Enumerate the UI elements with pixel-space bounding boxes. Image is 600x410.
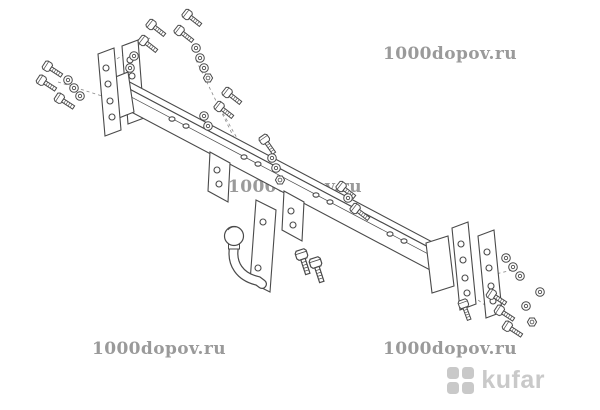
- watermark-bottom-right: 1000dopov.ru: [383, 339, 517, 359]
- washer-icon: [63, 75, 73, 85]
- washer-icon: [271, 163, 281, 173]
- washer-icon: [191, 43, 201, 53]
- kufar-logo: kufar: [447, 367, 545, 394]
- nut-icon: [526, 317, 538, 327]
- washer-icon: [267, 153, 277, 163]
- watermark-bottom-left: 1000dopov.ru: [92, 339, 226, 359]
- right-bracket-plates: [425, 221, 503, 319]
- washer-icon: [508, 262, 518, 272]
- washer-icon: [199, 63, 209, 73]
- washer-icon: [199, 111, 209, 121]
- bolt-icon: [492, 303, 517, 324]
- bolt-icon: [220, 85, 245, 108]
- nut-icon: [202, 73, 214, 83]
- washer-icon: [75, 91, 85, 101]
- washer-icon: [501, 253, 511, 263]
- watermark-top-right: 1000dopov.ru: [383, 44, 517, 64]
- bolt-icon: [500, 319, 525, 340]
- left-bracket-front-plate: [97, 47, 135, 137]
- kufar-logo-text: kufar: [481, 366, 545, 394]
- washer-icon: [203, 121, 213, 131]
- bolt-icon: [307, 255, 328, 285]
- bolt-icon: [144, 17, 169, 40]
- washer-icon: [125, 63, 135, 73]
- kufar-grid-icon: [447, 367, 475, 394]
- washer-icon: [535, 287, 545, 297]
- washer-icon: [195, 53, 205, 63]
- bolt-icon: [172, 23, 197, 46]
- hanger-brackets: [207, 151, 305, 242]
- crossbar-beam: [116, 78, 440, 272]
- bolt-icon: [180, 7, 205, 30]
- ball-mount-plate: [249, 199, 277, 293]
- bolt-icon: [34, 73, 59, 94]
- washer-icon: [343, 193, 353, 203]
- tow-ball: [223, 225, 245, 247]
- washer-icon: [69, 83, 79, 93]
- swan-neck-tow-ball: [223, 225, 267, 289]
- washer-icon: [129, 51, 139, 61]
- bolt-icon: [136, 33, 161, 56]
- washer-icon: [521, 301, 531, 311]
- bolt-icon: [212, 99, 237, 122]
- nut-icon: [274, 175, 286, 185]
- bolt-icon: [52, 91, 77, 112]
- washer-icon: [515, 271, 525, 281]
